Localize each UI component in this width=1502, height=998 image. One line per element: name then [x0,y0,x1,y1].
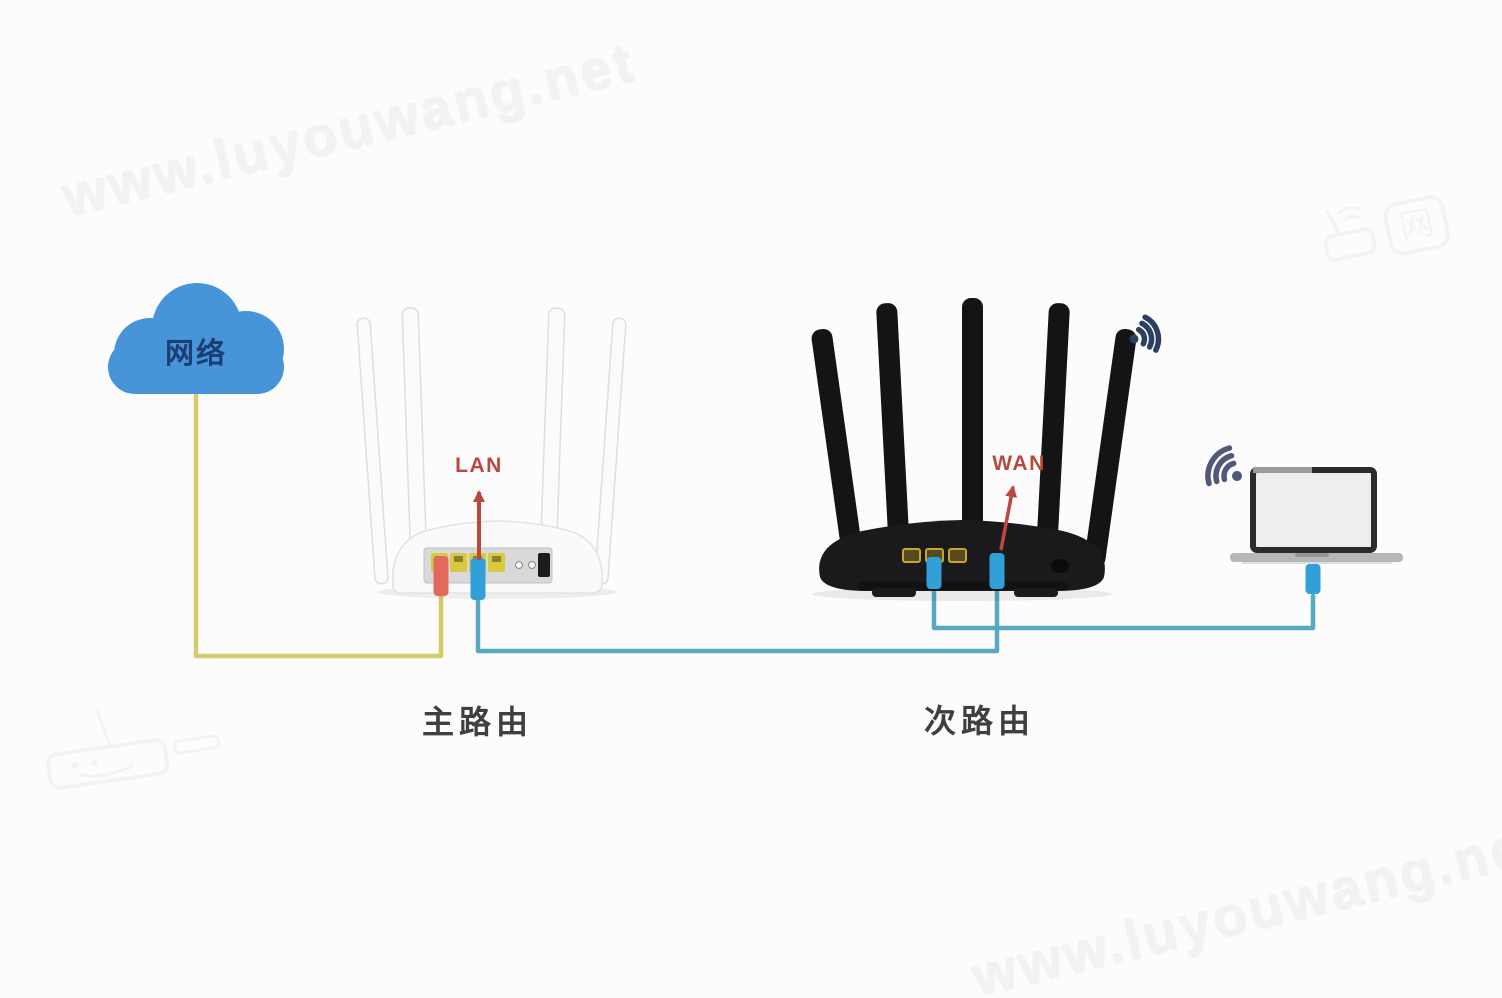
lan-cable-connector-blue [926,557,942,589]
wifi-signal-icon-laptop [1205,445,1242,487]
laptop-screen [1250,467,1377,553]
cable-internet-to-main-router [193,382,444,659]
main-router-caption: 主路由 [422,704,534,740]
wan-callout-arrow [999,485,1018,551]
secondary-router-antenna [1084,328,1137,568]
laptop [1205,445,1403,594]
watermark-logo-bottom-left [46,709,221,790]
watermark-logo-top-right: 网 [1323,195,1450,263]
main-router-button [528,561,536,569]
secondary-router-foot [872,588,916,597]
main-router-button [515,561,523,569]
laptop-base [1230,553,1403,562]
wan-cable-connector-red [433,556,449,596]
secondary-router-foot [1014,588,1058,597]
internet-cloud: 网络 [108,283,284,394]
wan-port-label: WAN [992,452,1046,475]
wan-cable-connector-blue [989,553,1005,589]
lan-port-label: LAN [455,454,503,477]
secondary-router-antenna [876,303,909,543]
laptop-cable-connector-blue [1305,564,1321,594]
secondary-router-antenna [1037,303,1070,543]
main-router-antenna [594,317,627,585]
secondary-router-body [819,520,1105,591]
svg-text:网: 网 [1396,203,1437,247]
secondary-router-antenna [811,328,864,568]
cable-secondary-lan-to-laptop [931,585,1316,631]
main-router-power-port [538,553,550,577]
main-router-antenna [356,317,389,585]
main-router: LAN [356,307,627,600]
lan-cable-connector-blue [470,558,486,600]
cables [193,382,1316,659]
secondary-router-power-port [1051,559,1069,573]
cloud-label: 网络 [165,336,227,370]
secondary-router-caption: 次路由 [924,703,1036,739]
cable-main-lan-to-secondary-wan [475,585,1000,654]
secondary-router: WAN [811,298,1162,601]
wifi-signal-icon-router [1129,314,1162,353]
secondary-router-antenna [962,298,983,538]
